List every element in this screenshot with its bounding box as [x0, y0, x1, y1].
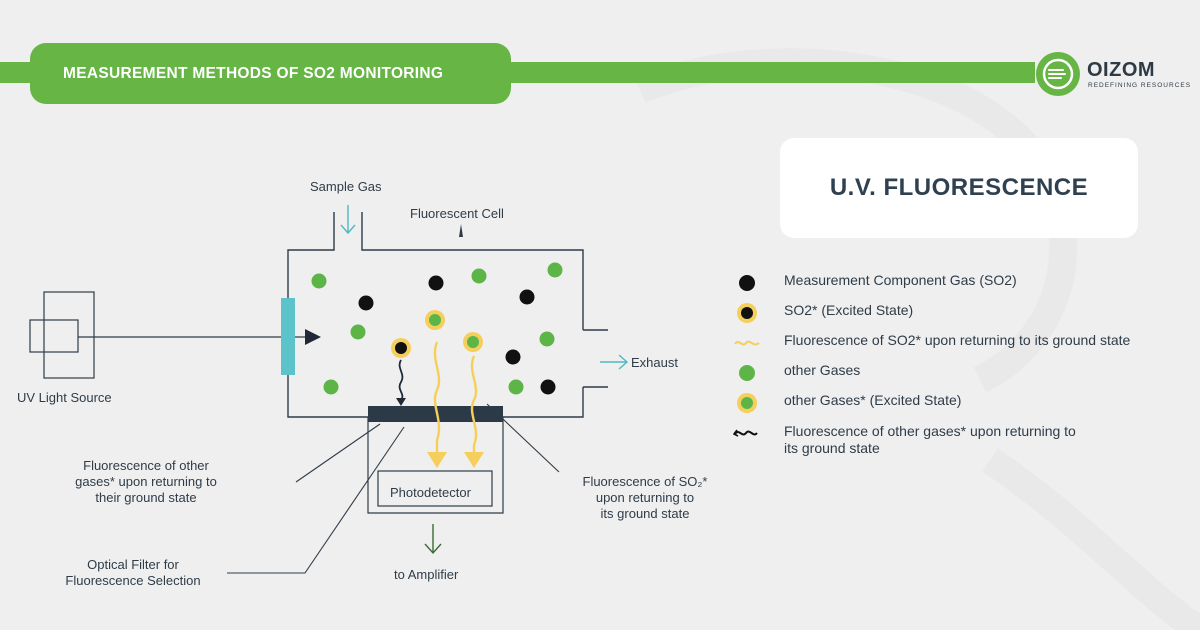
other-gases-fluorescence-line-3: their ground state — [95, 490, 197, 505]
exhaust-arrow — [600, 354, 629, 370]
optical-filter — [368, 406, 503, 422]
method-title-card: U.V. FLUORESCENCE — [780, 138, 1138, 238]
uv-beam-head — [305, 329, 321, 345]
legend-item-so2-excited: SO2* (Excited State) — [733, 302, 913, 324]
sample-gas-arrow — [340, 205, 356, 235]
page-title: MEASUREMENT METHODS OF SO2 MONITORING — [30, 43, 511, 104]
other-gases-fluorescence-label: Fluorescence of other gases* upon return… — [40, 458, 252, 506]
leader-lines — [227, 403, 560, 574]
other-gases-fluorescence-line-1: Fluorescence of other — [83, 458, 209, 473]
header-bar-right — [505, 62, 1035, 83]
legend-label: other Gases* (Excited State) — [784, 392, 962, 408]
excited-so2-icon — [737, 303, 757, 323]
exhaust-label: Exhaust — [631, 355, 678, 370]
legend-label: Measurement Component Gas (SO2) — [784, 272, 1017, 288]
fluorescent-cell-pointer — [459, 224, 463, 237]
sample-gas-label: Sample Gas — [310, 179, 382, 194]
uv-light-source-label: UV Light Source — [17, 390, 112, 405]
legend-item-other-gases: other Gases — [733, 362, 860, 384]
so2-fluorescence-waves — [433, 341, 478, 455]
excited-so2-molecules — [391, 338, 411, 358]
exhaust-port — [583, 329, 608, 388]
so2-fluorescence-label: Fluorescence of SO₂* upon returning to i… — [565, 474, 725, 522]
uv-window — [281, 298, 295, 375]
legend-label: SO2* (Excited State) — [784, 302, 914, 318]
to-amplifier-label: to Amplifier — [394, 567, 459, 582]
so2-fluorescence-arrowhead-2 — [464, 452, 484, 468]
so2-fluorescence-line-3: its ground state — [600, 506, 690, 521]
to-amplifier-arrow — [424, 524, 442, 555]
legend-item-so2: Measurement Component Gas (SO2) — [733, 272, 1017, 294]
excited-green-icon — [737, 393, 757, 413]
optical-filter-line-2: Fluorescence Selection — [65, 573, 201, 588]
uv-light-source — [29, 291, 95, 379]
photodetector-housing — [367, 417, 504, 514]
green-dot-icon — [739, 365, 755, 381]
legend-label-line-1: Fluorescence of other gases* upon return… — [784, 423, 1076, 439]
fluorescent-cell-label: Fluorescent Cell — [410, 206, 504, 221]
fluorescent-cell-outline — [287, 212, 584, 418]
other-gases-fluorescence-line-2: gases* upon returning to — [75, 474, 217, 489]
photodetector-box — [377, 470, 493, 507]
so2-fluorescence-line-1: Fluorescence of SO₂* — [582, 474, 708, 489]
optical-filter-label: Optical Filter for Fluorescence Selectio… — [40, 557, 226, 589]
yellow-wave-icon — [734, 340, 760, 346]
so2-fluorescence-line-2: upon returning to — [595, 490, 695, 505]
legend-label: Fluorescence of SO2* upon returning to i… — [784, 332, 1131, 348]
other-gases-fluorescence-arrowhead — [396, 398, 406, 406]
legend-label: other Gases — [784, 362, 861, 378]
other-gases-fluorescence-wave — [398, 359, 404, 401]
so2-molecules — [358, 275, 556, 395]
black-dot-icon — [739, 275, 755, 291]
method-title: U.V. FLUORESCENCE — [829, 174, 1089, 201]
legend-item-other-gases-fluorescence: Fluorescence of other gases* upon return… — [733, 423, 1076, 457]
legend-label-line-2: its ground state — [784, 440, 880, 456]
green-gas-molecules — [311, 262, 563, 395]
logo-tagline: REDEFINING RESOURCES — [1088, 82, 1192, 89]
legend-label: Fluorescence of other gases* upon return… — [784, 423, 1076, 457]
black-wave-icon — [733, 429, 758, 437]
excited-other-gas-molecules — [425, 310, 483, 352]
legend-item-other-gases-excited: other Gases* (Excited State) — [733, 392, 961, 414]
oizom-logo[interactable]: OIZOM REDEFINING RESOURCES — [1035, 51, 1195, 97]
photodetector-label: Photodetector — [390, 485, 471, 500]
so2-fluorescence-arrowhead-1 — [427, 452, 447, 468]
oizom-logo-icon — [1036, 52, 1080, 96]
logo-text: OIZOM — [1087, 59, 1156, 81]
legend-item-so2-fluorescence: Fluorescence of SO2* upon returning to i… — [733, 332, 1130, 354]
optical-filter-line-1: Optical Filter for — [87, 557, 179, 572]
